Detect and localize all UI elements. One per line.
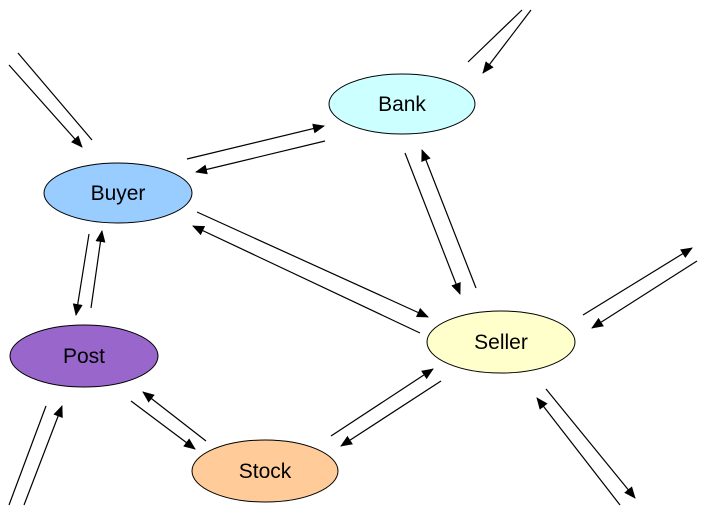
edge-external-to-buyer-parallel — [17, 52, 93, 141]
node-buyer: Buyer — [43, 162, 193, 224]
edge-stock-to-seller — [330, 368, 434, 437]
node-post-label: Post — [63, 345, 105, 368]
edge-buyer-to-bank — [186, 123, 325, 160]
edge-seller-to-bank — [421, 149, 477, 289]
edge-post-to-buyer — [90, 230, 106, 309]
edge-post-to-stock — [130, 400, 196, 450]
node-bank: Bank — [328, 73, 476, 135]
node-seller-label: Seller — [474, 331, 528, 354]
edge-seller-to-external-right — [582, 247, 693, 316]
edge-external-to-bank-parallel — [467, 9, 523, 63]
edge-external-to-post-parallel — [8, 405, 47, 506]
edge-external-right-to-seller — [591, 260, 698, 329]
edge-external-to-post — [23, 405, 63, 506]
edge-bank-to-seller — [404, 152, 461, 295]
edge-buyer-to-seller — [196, 211, 429, 318]
edge-bank-to-buyer — [195, 140, 326, 175]
edge-seller-to-external-bottom — [545, 388, 636, 499]
node-seller-shape — [426, 310, 576, 374]
edge-external-bottom-to-seller — [536, 397, 621, 506]
edge-external-to-buyer — [8, 64, 83, 148]
node-stock-label: Stock — [239, 460, 292, 483]
nodes-layer: Bank Buyer Post Seller Stock — [9, 73, 576, 503]
edge-buyer-to-post — [72, 233, 90, 316]
node-buyer-label: Buyer — [91, 182, 146, 205]
edge-seller-to-buyer — [192, 225, 421, 334]
edge-external-to-bank — [482, 9, 532, 74]
edge-stock-to-post — [142, 391, 207, 442]
node-bank-shape — [328, 73, 476, 135]
node-stock-shape — [191, 439, 339, 503]
node-bank-label: Bank — [378, 93, 426, 116]
node-buyer-shape — [43, 162, 193, 224]
node-stock: Stock — [191, 439, 339, 503]
node-post-shape — [9, 324, 159, 388]
edges-layer — [8, 9, 698, 506]
edge-seller-to-stock — [340, 380, 442, 447]
node-seller: Seller — [426, 310, 576, 374]
node-post: Post — [9, 324, 159, 388]
